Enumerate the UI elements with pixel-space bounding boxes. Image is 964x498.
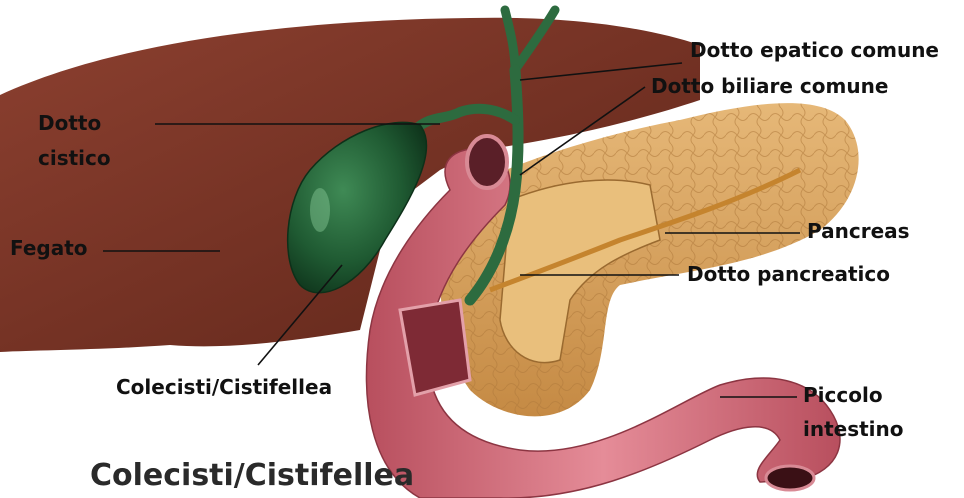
diagram-title: Colecisti/Cistifellea <box>90 458 414 493</box>
gallbladder-highlight <box>310 188 330 232</box>
label-colecisti: Colecisti/Cistifellea <box>116 372 332 402</box>
label-dotto-epatico-comune: Dotto epatico comune <box>690 35 939 65</box>
label-piccolo-intestino-line2: intestino <box>803 414 904 444</box>
label-piccolo-intestino-line1: Piccolo <box>803 380 883 410</box>
label-dotto-pancreatico: Dotto pancreatico <box>687 259 890 289</box>
label-dotto-cistico-line1: Dotto <box>38 108 101 138</box>
label-dotto-cistico-line2: cistico <box>38 143 111 173</box>
duodenum-opening <box>467 136 507 188</box>
label-fegato: Fegato <box>10 233 88 263</box>
intestine-opening <box>766 466 814 490</box>
label-dotto-biliare-comune: Dotto biliare comune <box>651 71 888 101</box>
label-pancreas: Pancreas <box>807 216 910 246</box>
